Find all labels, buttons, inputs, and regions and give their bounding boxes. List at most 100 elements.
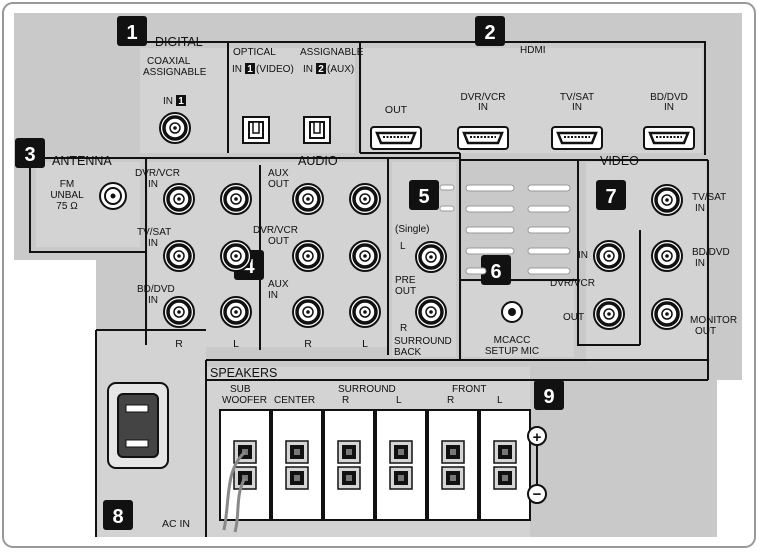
svg-text:6: 6 xyxy=(490,261,501,283)
optical-in2-source: (AUX) xyxy=(327,64,354,75)
preout-surround-back-l-jack xyxy=(414,240,448,274)
hdmi-in3-label-2: IN xyxy=(664,102,674,113)
svg-text:−: − xyxy=(533,486,542,503)
optical-in1-number: 1 xyxy=(247,64,253,75)
preout-surround-back-r-jack xyxy=(414,295,448,329)
video-tvsat-label: TV/SAT xyxy=(692,192,726,203)
optical-in1-source: (VIDEO) xyxy=(256,64,294,75)
hdmi-in3-label: BD/DVD xyxy=(650,92,688,103)
audio-dvrout-l-jack xyxy=(348,239,382,273)
speaker-terminal-blocks xyxy=(219,409,531,521)
svg-text:5: 5 xyxy=(418,186,429,208)
audio-auxout-r-jack xyxy=(291,182,325,216)
audio-auxin-label-2: IN xyxy=(268,290,278,301)
optical-in2-number: 2 xyxy=(318,64,324,75)
audio-bddvd-label: BD/DVD xyxy=(137,284,175,295)
svg-text:2: 2 xyxy=(484,22,495,44)
vent-area xyxy=(462,162,574,282)
video-monitor-label: MONITOR xyxy=(690,315,737,326)
video-in-label: IN xyxy=(578,250,588,261)
video-monitor-out-jack xyxy=(650,297,684,331)
audio-dvr-in-r-jack xyxy=(162,182,196,216)
spk-surround-r-label: R xyxy=(342,395,349,406)
audio-dvrout-r-jack xyxy=(291,239,325,273)
video-tvsat-label-2: IN xyxy=(695,203,705,214)
badge-2: 2 xyxy=(475,16,505,46)
spk-center-label: CENTER xyxy=(274,395,315,406)
video-tvsat-in-jack xyxy=(650,183,684,217)
audio-title: AUDIO xyxy=(298,154,338,168)
speaker-wires xyxy=(222,450,247,533)
video-dvr-out-jack xyxy=(592,297,626,331)
assignable-label: ASSIGNABLE xyxy=(300,47,364,58)
audio-dvr-label: DVR/VCR xyxy=(135,168,180,179)
video-monitor-label-2: OUT xyxy=(695,326,716,337)
hdmi-in1-port xyxy=(456,125,510,151)
antenna-title: ANTENNA xyxy=(52,154,112,168)
hdmi-title: HDMI xyxy=(520,45,546,56)
svg-text:7: 7 xyxy=(605,186,616,208)
badge-8: 8 xyxy=(103,500,133,530)
antenna-area xyxy=(36,162,140,247)
antenna-ohm-label: 75 Ω xyxy=(56,201,78,212)
acin-title: AC IN xyxy=(162,518,190,530)
audio-bddvd-label-2: IN xyxy=(148,295,158,306)
audio-auxin-label: AUX xyxy=(268,279,289,290)
section-lines xyxy=(29,41,709,537)
svg-text:+: + xyxy=(533,429,542,446)
audio-dvrout-label: DVR/VCR xyxy=(253,225,298,236)
audio-tvsat-in-r-jack xyxy=(162,239,196,273)
coaxial-assignable-label: ASSIGNABLE xyxy=(143,67,207,78)
spk-surround-label: SURROUND xyxy=(338,384,396,395)
right-blank xyxy=(717,380,742,537)
spk-surround-l-label: L xyxy=(396,395,402,406)
coax-in-label: IN xyxy=(163,96,173,107)
audio-l-label-2: L xyxy=(362,338,368,350)
audio-auxout-label: AUX xyxy=(268,168,289,179)
mic-mcacc-label: MCACC xyxy=(494,335,531,346)
speakers-title: SPEAKERS xyxy=(210,366,277,380)
badge-5: 5 xyxy=(409,180,439,210)
audio-r-label-2: R xyxy=(304,338,312,350)
preout-out-label: OUT xyxy=(395,286,416,297)
hdmi-in1-label: DVR/VCR xyxy=(460,92,505,103)
audio-l-label-1: L xyxy=(233,338,239,350)
audio-dvr-in-l-jack xyxy=(219,182,253,216)
preout-single-label: (Single) xyxy=(395,224,429,235)
mcacc-mic-jack xyxy=(501,301,523,323)
spk-sub-label: SUB xyxy=(230,384,251,395)
digital-title: DIGITAL xyxy=(155,35,203,49)
video-dvrvcr-label: DVR/VCR xyxy=(550,278,595,289)
svg-text:1: 1 xyxy=(126,22,137,44)
audio-dvrout-label-2: OUT xyxy=(268,236,289,247)
mic-setup-label: SETUP MIC xyxy=(485,346,539,357)
spk-front-label: FRONT xyxy=(452,384,486,395)
audio-auxin-r-jack xyxy=(291,295,325,329)
badge-9: 9 xyxy=(534,380,564,410)
audio-auxout-label-2: OUT xyxy=(268,179,289,190)
video-out-label: OUT xyxy=(563,312,584,323)
optical-label: OPTICAL xyxy=(233,47,276,58)
audio-auxout-l-jack xyxy=(348,182,382,216)
optical-in1-jack xyxy=(242,116,270,144)
svg-text:9: 9 xyxy=(543,386,554,408)
optical-in1-label: IN xyxy=(232,64,242,75)
badge-6: 6 xyxy=(481,255,511,285)
preout-surround-label: SURROUND xyxy=(394,336,452,347)
ventilation-slots xyxy=(439,184,571,275)
video-title: VIDEO xyxy=(600,154,639,168)
video-bddvd-in-jack xyxy=(650,239,684,273)
hdmi-in2-port xyxy=(550,125,604,151)
polarity-plus-icon: + xyxy=(527,426,547,446)
preout-back-label: BACK xyxy=(394,347,422,358)
spk-woofer-label: WOOFER xyxy=(222,395,267,406)
preout-r-label: R xyxy=(400,323,407,334)
hdmi-in2-label: TV/SAT xyxy=(560,92,594,103)
badge-7: 7 xyxy=(596,180,626,210)
hdmi-out-label: OUT xyxy=(385,104,408,116)
audio-dvr-label-2: IN xyxy=(148,179,158,190)
preout-pre-label: PRE xyxy=(395,275,416,286)
audio-r-label-1: R xyxy=(175,338,183,350)
audio-auxin-l-jack xyxy=(348,295,382,329)
